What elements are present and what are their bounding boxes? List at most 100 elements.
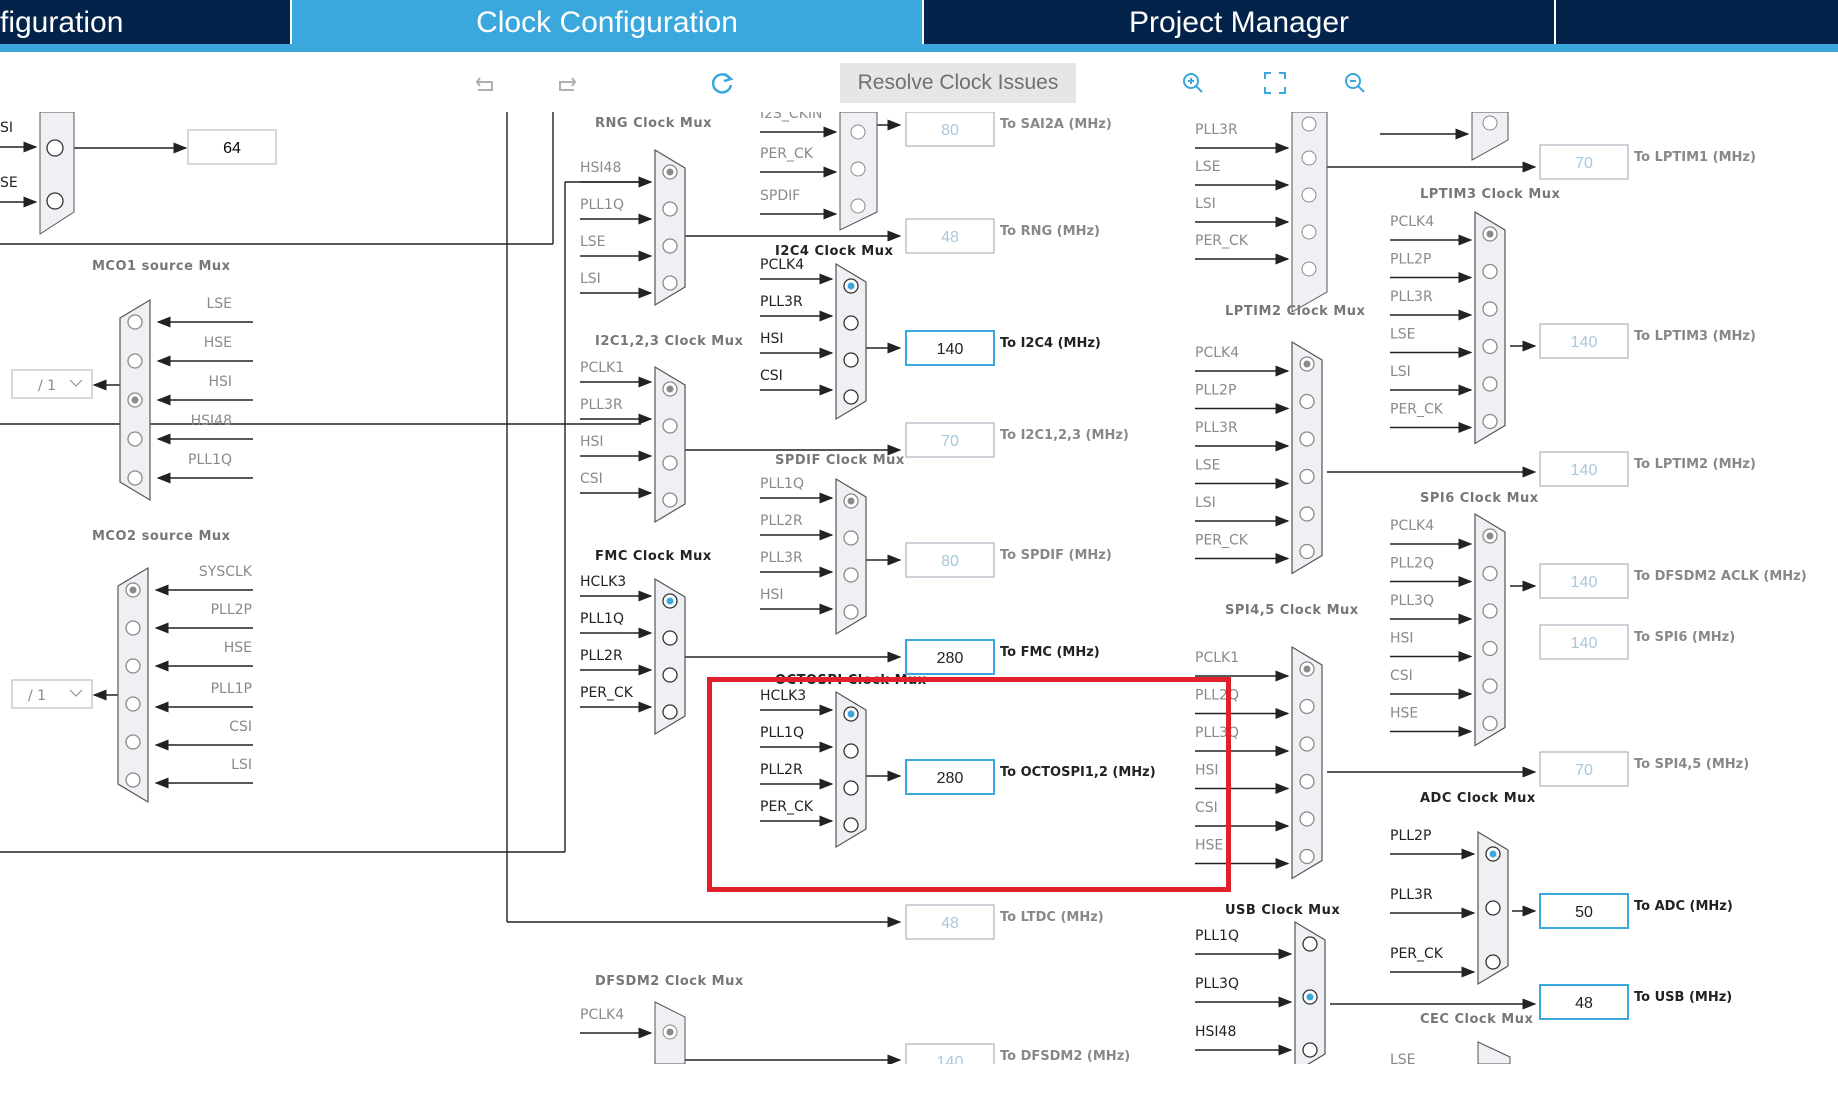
mux-radio[interactable] — [843, 743, 859, 759]
mux-radio[interactable] — [1482, 115, 1498, 131]
mux-radio[interactable] — [127, 353, 143, 369]
chevron-down-icon — [69, 379, 83, 387]
mux-radio[interactable] — [1299, 736, 1315, 752]
mux-radio[interactable] — [1482, 565, 1498, 582]
mux-radio[interactable] — [843, 817, 859, 833]
mux-radio[interactable] — [843, 315, 859, 331]
mux-radio[interactable] — [127, 314, 143, 330]
mux-radio[interactable] — [125, 658, 141, 674]
mux-radio[interactable] — [1302, 936, 1318, 952]
output-value-box[interactable] — [1539, 451, 1629, 487]
mux-radio[interactable] — [125, 772, 141, 788]
output-value-box[interactable] — [1539, 323, 1629, 359]
mux-radio[interactable] — [1299, 506, 1315, 522]
mco2-divider-select[interactable] — [11, 679, 93, 709]
mux-radio[interactable] — [1482, 338, 1498, 355]
tab-clock-configuration[interactable]: Clock Configuration — [292, 0, 922, 44]
mux-radio[interactable] — [1301, 224, 1317, 240]
output-value-box[interactable] — [905, 218, 995, 254]
output-value-box[interactable] — [1539, 144, 1629, 180]
output-value-box[interactable] — [187, 129, 277, 165]
mux-radio[interactable] — [127, 431, 143, 447]
output-value-box[interactable] — [905, 1043, 995, 1064]
mux-radio[interactable] — [843, 604, 859, 620]
mux-radio[interactable] — [843, 352, 859, 368]
mux-radio[interactable] — [1485, 900, 1501, 916]
mux-input-label: LSI — [1195, 196, 1216, 212]
mux-radio[interactable] — [1299, 811, 1315, 827]
mux-radio[interactable] — [662, 238, 678, 254]
mux-radio[interactable] — [843, 530, 859, 546]
mux-radio[interactable] — [1482, 640, 1498, 657]
mux-radio[interactable] — [127, 470, 143, 486]
output-value-box[interactable] — [905, 422, 995, 458]
resolve-clock-issues-button[interactable]: Resolve Clock Issues — [840, 63, 1076, 103]
mux-radio[interactable] — [1482, 301, 1498, 317]
mux-radio[interactable] — [662, 667, 678, 683]
mux-radio[interactable] — [1301, 150, 1317, 166]
mux-radio[interactable] — [843, 389, 859, 405]
tab-divider — [1554, 0, 1556, 44]
mux-radio[interactable] — [1482, 263, 1498, 280]
zoom-in-icon[interactable] — [1180, 70, 1206, 96]
mux-radio[interactable] — [1299, 698, 1315, 715]
mux-radio[interactable] — [850, 161, 866, 177]
mux-radio[interactable] — [1482, 413, 1498, 430]
mux-radio[interactable] — [662, 275, 678, 291]
mux-radio[interactable] — [1301, 261, 1317, 277]
mux-radio[interactable] — [1482, 376, 1498, 392]
mux-radio[interactable] — [1482, 678, 1498, 694]
mux-radio[interactable] — [850, 124, 866, 140]
output-value-box[interactable] — [1539, 984, 1629, 1020]
mux-radio[interactable] — [1299, 773, 1315, 790]
mux-radio[interactable] — [843, 780, 859, 796]
output-value-box[interactable] — [1539, 624, 1629, 660]
output-value-box[interactable] — [1539, 751, 1629, 787]
mux-radio[interactable] — [1485, 954, 1501, 970]
mux-radio[interactable] — [125, 734, 141, 750]
undo-icon[interactable] — [474, 70, 498, 94]
mux-radio[interactable] — [662, 630, 678, 646]
mux-radio[interactable] — [46, 139, 64, 157]
mux-radio[interactable] — [662, 704, 678, 720]
zoom-out-icon[interactable] — [1342, 70, 1368, 96]
mux-input-label: PER_CK — [1390, 946, 1444, 962]
mux-radio[interactable] — [662, 418, 678, 434]
output-value-box[interactable] — [905, 330, 995, 366]
mux-radio[interactable] — [1299, 468, 1315, 485]
mux-input-label: SI — [0, 120, 13, 136]
mux-title: I2C1,2,3 Clock Mux — [595, 334, 743, 349]
output-value-box[interactable] — [905, 639, 995, 675]
redo-icon[interactable] — [554, 70, 578, 94]
fit-screen-icon[interactable] — [1262, 70, 1288, 96]
mux-input-label: SYSCLK — [199, 564, 253, 580]
mux-radio[interactable] — [662, 492, 678, 508]
mux-radio[interactable] — [125, 696, 141, 712]
output-value-box[interactable] — [905, 904, 995, 940]
mux-radio[interactable] — [1299, 848, 1315, 865]
output-value-box[interactable] — [1539, 563, 1629, 599]
mux-radio[interactable] — [662, 201, 678, 217]
output-value-box[interactable] — [905, 759, 995, 795]
output-value-box[interactable] — [905, 542, 995, 578]
mux-radio[interactable] — [46, 192, 64, 210]
mux-radio[interactable] — [1299, 393, 1315, 410]
mux-radio[interactable] — [1301, 187, 1317, 203]
mux-input-label: PLL3R — [760, 294, 803, 310]
mux-radio[interactable] — [1482, 603, 1498, 619]
tab-tools[interactable] — [1556, 0, 1838, 44]
tab-project-manager[interactable]: Project Manager — [924, 0, 1554, 44]
mux-radio[interactable] — [1482, 715, 1498, 732]
mux-radio[interactable] — [1299, 431, 1315, 447]
mux-radio[interactable] — [843, 567, 859, 583]
mux-radio[interactable] — [1302, 1042, 1318, 1058]
mux-radio[interactable] — [1301, 116, 1317, 132]
tab-pinout-configuration[interactable]: figuration — [0, 0, 290, 44]
mux-radio[interactable] — [1299, 543, 1315, 560]
mux-radio[interactable] — [125, 620, 141, 636]
mux-radio[interactable] — [850, 198, 866, 214]
mux-radio[interactable] — [662, 455, 678, 471]
refresh-icon[interactable] — [710, 70, 736, 96]
output-value-box[interactable] — [905, 112, 995, 147]
output-value-box[interactable] — [1539, 893, 1629, 929]
